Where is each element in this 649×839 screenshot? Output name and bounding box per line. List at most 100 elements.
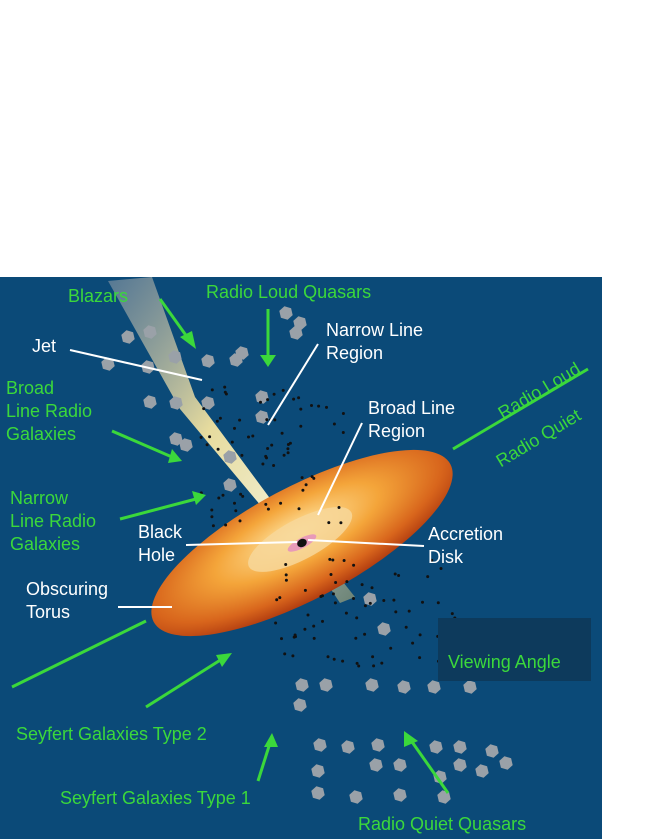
dot xyxy=(436,601,440,605)
dot xyxy=(284,578,288,582)
dot xyxy=(272,464,276,467)
dot xyxy=(264,454,268,458)
cloud xyxy=(143,325,157,339)
dot xyxy=(304,483,308,487)
cloud xyxy=(499,756,513,770)
cloud xyxy=(311,764,325,778)
dot xyxy=(329,573,333,576)
dot xyxy=(426,575,430,579)
cloud xyxy=(427,680,441,694)
dot xyxy=(439,567,443,570)
dot xyxy=(306,613,310,617)
cloud xyxy=(121,330,135,344)
dot xyxy=(334,581,338,584)
dot xyxy=(332,657,336,661)
cloud xyxy=(369,758,383,772)
dot xyxy=(286,447,290,451)
dot xyxy=(279,501,283,505)
dot xyxy=(266,447,270,450)
cloud xyxy=(223,450,237,464)
cloud xyxy=(169,396,183,410)
dot xyxy=(199,435,203,439)
cloud xyxy=(393,758,407,772)
dot xyxy=(286,451,290,455)
dot xyxy=(223,390,227,394)
dot xyxy=(281,388,285,392)
dot xyxy=(342,559,346,562)
dot xyxy=(233,501,236,505)
dot xyxy=(331,592,335,596)
dot xyxy=(341,431,345,434)
dot xyxy=(310,404,313,407)
dot xyxy=(216,447,220,451)
dot xyxy=(317,404,321,408)
dot xyxy=(234,509,238,513)
dot xyxy=(303,627,307,631)
dot xyxy=(310,475,314,479)
dot xyxy=(337,506,341,509)
dot xyxy=(205,443,209,447)
cloud xyxy=(168,350,182,364)
dot xyxy=(321,594,324,598)
dot xyxy=(264,502,268,506)
dot xyxy=(202,407,206,411)
dot xyxy=(240,453,244,457)
dot xyxy=(418,633,422,637)
dot xyxy=(363,604,367,608)
cloud xyxy=(377,622,391,636)
label-narrow-line-region: Narrow Line Region xyxy=(326,320,424,363)
dot xyxy=(382,599,386,602)
dot xyxy=(327,521,331,525)
dot xyxy=(223,385,227,389)
dot xyxy=(224,523,228,527)
dot xyxy=(211,524,215,528)
cloud xyxy=(429,740,443,754)
dot xyxy=(333,601,337,605)
dot xyxy=(354,636,358,640)
label-black-hole: Black Hole xyxy=(138,522,183,565)
cloud xyxy=(313,738,327,752)
dot xyxy=(238,418,242,422)
dot xyxy=(312,636,316,640)
label-seyfert-type-1: Seyfert Galaxies Type 1 xyxy=(60,788,251,808)
dot xyxy=(357,664,361,668)
dot xyxy=(233,426,236,430)
dot xyxy=(341,659,345,663)
dot xyxy=(230,440,234,444)
label-narrow-line-radio-galaxies: Narrow Line Radio Galaxies xyxy=(10,488,97,554)
cloud xyxy=(293,698,307,712)
dot xyxy=(312,624,316,628)
dot xyxy=(293,633,297,637)
cloud xyxy=(143,395,157,409)
dot xyxy=(208,435,212,439)
dot xyxy=(266,398,270,402)
dot xyxy=(411,641,415,645)
dot xyxy=(265,418,269,422)
dot xyxy=(370,586,374,590)
dot xyxy=(284,573,288,577)
dot xyxy=(344,611,348,615)
dot xyxy=(352,563,356,567)
cloud xyxy=(201,354,215,368)
dot xyxy=(394,610,398,614)
cloud xyxy=(319,678,333,692)
cloud xyxy=(475,764,489,778)
cloud xyxy=(201,396,215,410)
label-blazars: Blazars xyxy=(68,286,129,306)
dot xyxy=(251,434,255,438)
dot xyxy=(450,612,454,616)
dot xyxy=(280,637,283,641)
dot xyxy=(355,661,359,665)
dot xyxy=(326,655,330,659)
dot xyxy=(270,443,274,447)
dot xyxy=(345,580,349,584)
cloud xyxy=(235,346,249,360)
dot xyxy=(282,453,286,457)
label-broad-line-radio-galaxies: Broad Line Radio Galaxies xyxy=(6,378,93,444)
cloud xyxy=(365,678,379,692)
dot xyxy=(272,392,276,396)
dot xyxy=(299,424,303,428)
label-radio-loud-quasars: Radio Loud Quasars xyxy=(206,282,372,302)
cloud xyxy=(437,790,451,804)
cloud xyxy=(279,306,293,320)
